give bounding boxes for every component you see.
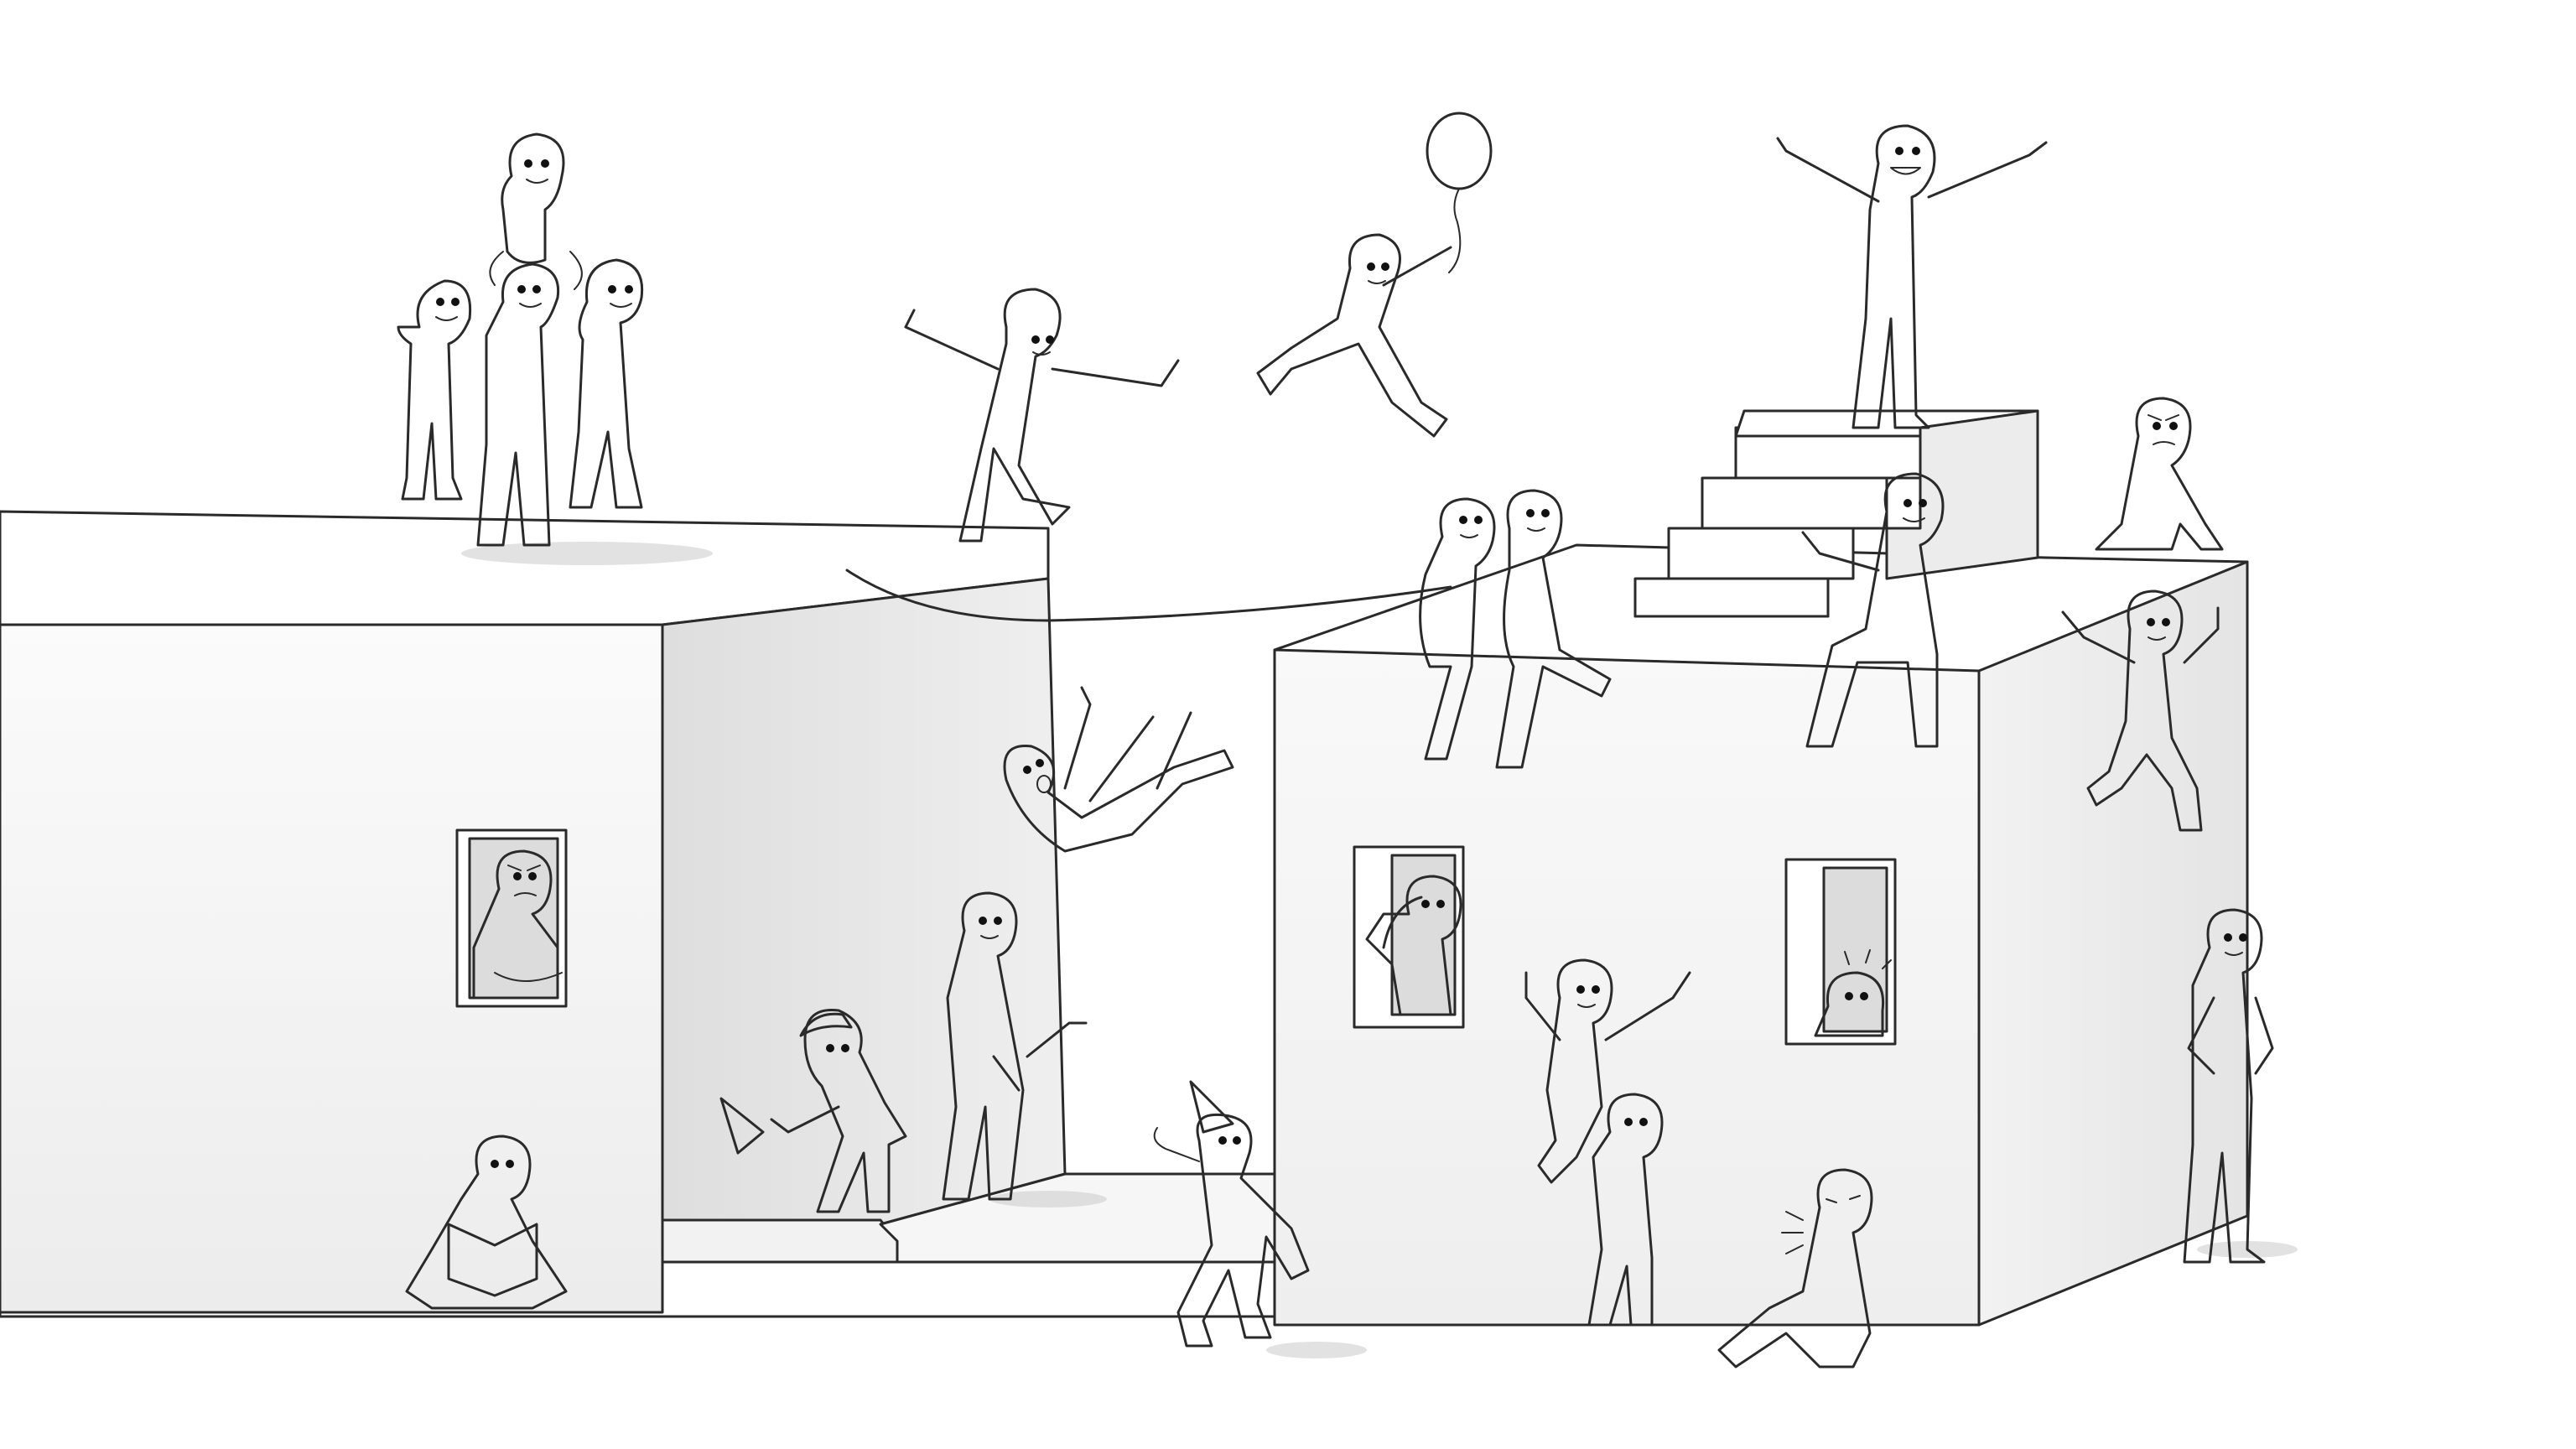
window-left bbox=[455, 828, 568, 1008]
figures bbox=[397, 112, 2274, 1368]
falling-figure bbox=[1003, 686, 1234, 853]
figure-shadows bbox=[461, 542, 2298, 1358]
figure-on-shoulders bbox=[489, 132, 583, 290]
hands-on-hips-figure bbox=[2183, 908, 2274, 1264]
figure-in-window-arms-crossed bbox=[472, 849, 563, 1000]
scared-figure-in-window bbox=[1814, 949, 1892, 1037]
climbing-figure-side bbox=[2061, 589, 2220, 832]
standing-figure-inner-step bbox=[942, 891, 1088, 1201]
recess-back-wall bbox=[661, 577, 1067, 1226]
window-right bbox=[1784, 858, 1897, 1046]
right-block-side bbox=[1977, 560, 2249, 1327]
crying-sitting-figure bbox=[1717, 1168, 1873, 1368]
staircase bbox=[1633, 409, 2039, 618]
figure-with-balloon bbox=[1256, 112, 1493, 438]
building bbox=[0, 409, 2249, 1327]
reading-figure bbox=[405, 1135, 568, 1310]
piggyback-pair bbox=[1524, 958, 1691, 1327]
tightrope bbox=[845, 569, 1452, 622]
balancing-figure-rope bbox=[904, 288, 1180, 543]
cheering-figure-top-stairs bbox=[1776, 124, 2048, 429]
waving-sitting-figure bbox=[1801, 472, 1945, 748]
sitting-pair-ledge bbox=[1419, 489, 1612, 769]
grumpy-sitting-corner bbox=[2095, 397, 2224, 551]
group-of-three-left bbox=[397, 258, 644, 547]
party-hat-figure bbox=[1153, 1080, 1310, 1348]
recess-step bbox=[661, 1218, 899, 1264]
builder-with-trowel bbox=[719, 1008, 907, 1213]
figure-in-window-salute bbox=[1365, 875, 1462, 1016]
